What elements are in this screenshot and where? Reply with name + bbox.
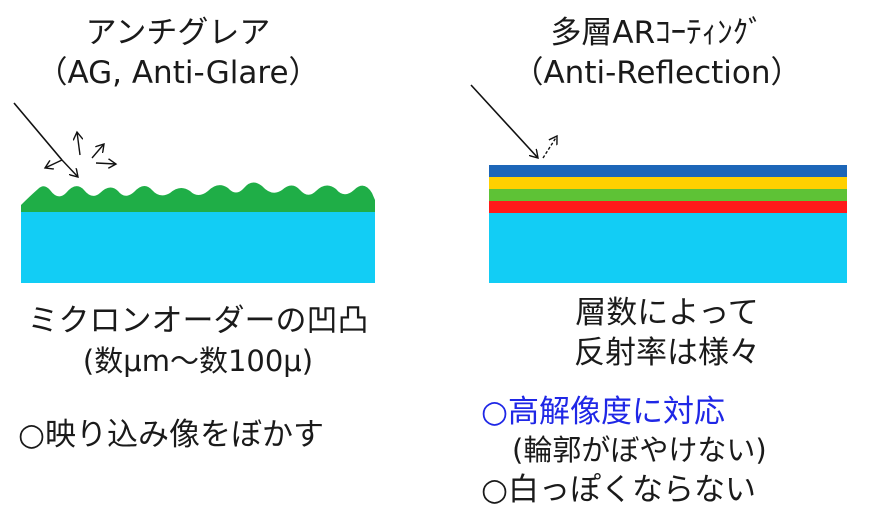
ar-layer-blue bbox=[489, 165, 847, 177]
ag-incident-ray bbox=[13, 102, 63, 161]
ar-layer-green bbox=[489, 189, 847, 201]
ar-substrate bbox=[489, 213, 847, 283]
ar-subtitle: （Anti-Reflection） bbox=[512, 55, 802, 91]
ar-feature-not-whitish: ○白っぽくならない bbox=[481, 472, 757, 508]
ag-feature: ○映り込み像をぼかす bbox=[18, 417, 325, 453]
ar-caption-reflectance: 反射率は様々 bbox=[574, 335, 760, 371]
ar-feature-note: (輪郭がぼやけない) bbox=[512, 433, 767, 467]
ar-feature-high-resolution: ○高解像度に対応 bbox=[481, 394, 726, 430]
ar-title: 多層ARｺｰﾃｨﾝｸﾞ bbox=[550, 15, 764, 51]
ag-rough-layer bbox=[21, 182, 375, 212]
ag-caption: ミクロンオーダーの凹凸 bbox=[27, 303, 369, 339]
ar-layer-red bbox=[489, 201, 847, 213]
ag-scatter-arrow-2 bbox=[61, 159, 78, 177]
ag-caption-range: (数μm～数100μ) bbox=[82, 344, 314, 378]
ag-substrate bbox=[21, 208, 375, 283]
ag-title: アンチグレア bbox=[85, 15, 271, 51]
ag-scatter-arrow-3 bbox=[77, 132, 80, 156]
ag-scatter-arrow-5 bbox=[95, 163, 116, 164]
ar-incident-ray bbox=[470, 84, 538, 158]
ag-scatter-arrow-1 bbox=[45, 159, 63, 168]
ar-layer-yellow bbox=[489, 177, 847, 189]
ag-scatter-arrow-4 bbox=[91, 144, 104, 159]
ar-caption: 層数によって bbox=[575, 295, 759, 331]
ag-subtitle: （AG, Anti-Glare） bbox=[36, 55, 320, 91]
ar-reflection-arrow bbox=[542, 136, 557, 159]
